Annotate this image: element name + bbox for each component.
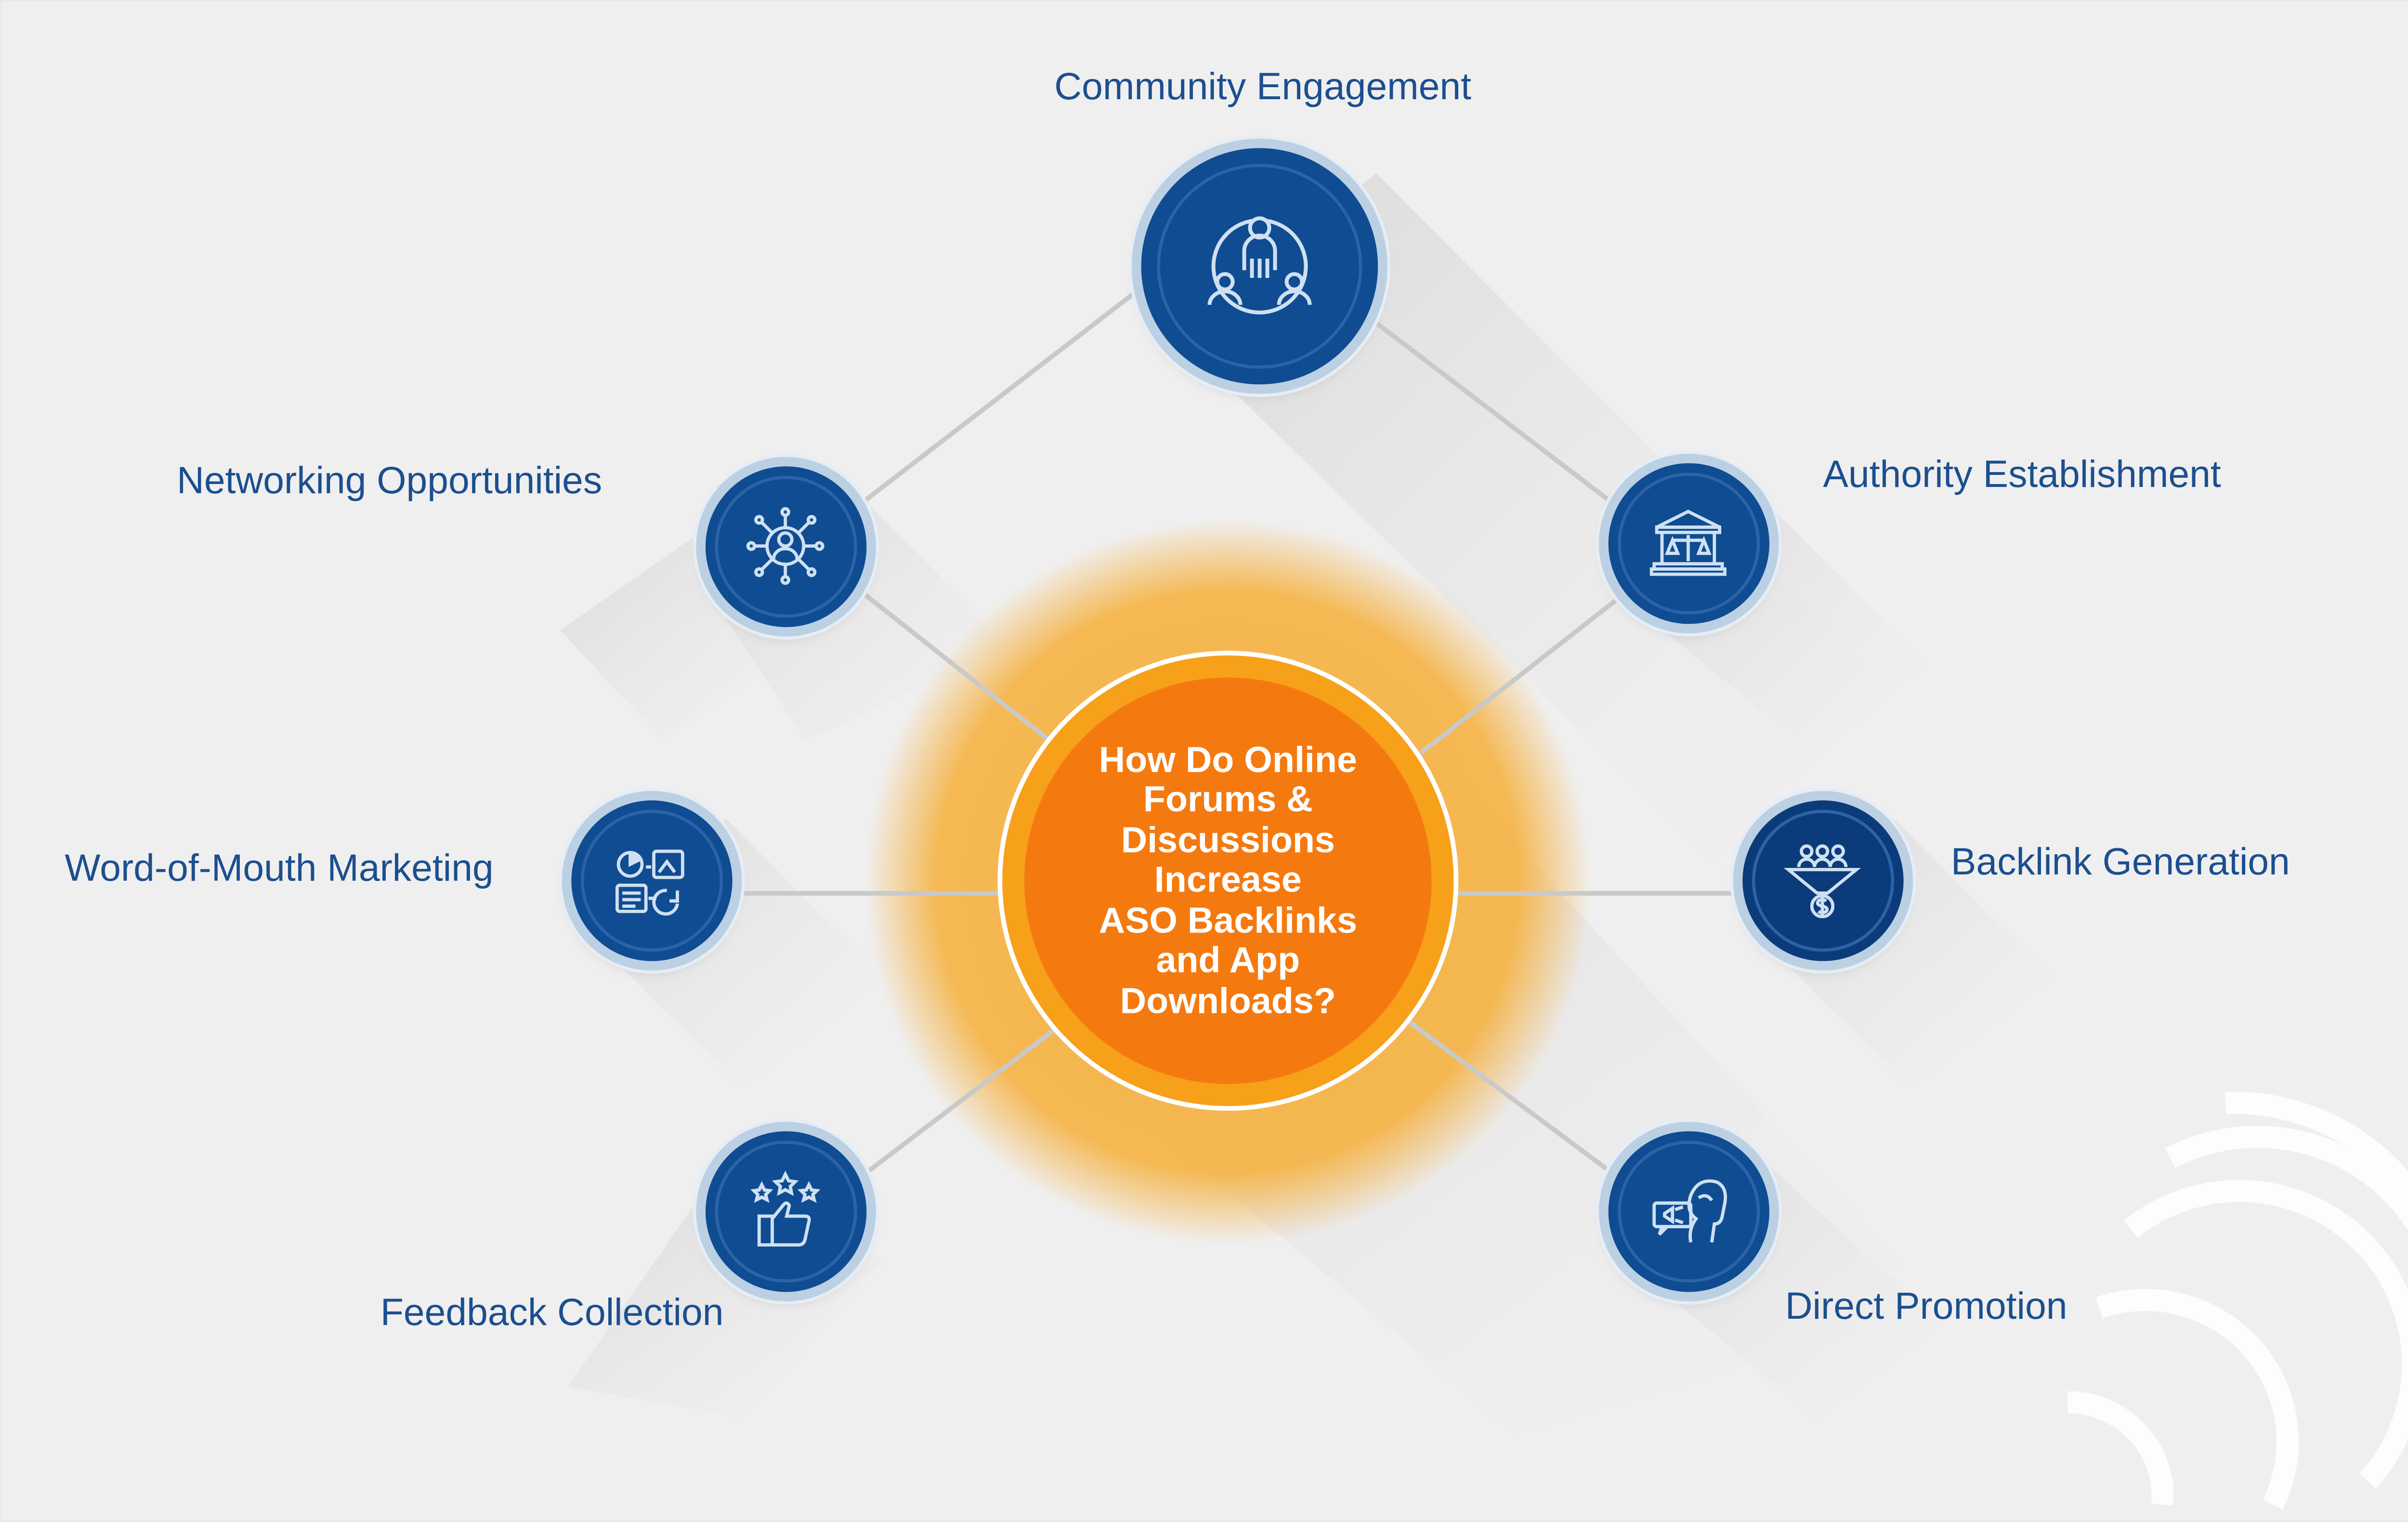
thumbs-up-stars-icon bbox=[751, 1171, 821, 1247]
node-word-of-mouth-marketing[interactable] bbox=[571, 800, 733, 961]
label-word-of-mouth-marketing: Word-of-Mouth Marketing bbox=[65, 847, 494, 891]
center-title-line: Forums & bbox=[1143, 778, 1313, 820]
node-backlink-generation[interactable] bbox=[1742, 800, 1904, 961]
node-community-engagement[interactable] bbox=[1141, 148, 1378, 385]
center-title-line: Discussions bbox=[1121, 819, 1335, 860]
institution-scales-icon bbox=[1650, 510, 1727, 577]
center-title: How Do Online Forums & Discussions Incre… bbox=[1070, 738, 1386, 1022]
label-authority-establishment: Authority Establishment bbox=[1823, 454, 2221, 497]
globe-watermark bbox=[2068, 1091, 2408, 1510]
label-direct-promotion: Direct Promotion bbox=[1785, 1286, 2068, 1328]
connector-networking-community bbox=[859, 289, 1138, 506]
node-ring bbox=[1157, 164, 1362, 369]
connected-person-icon bbox=[747, 508, 825, 586]
connector-community-authority bbox=[1374, 321, 1611, 503]
node-ring bbox=[715, 1141, 857, 1283]
node-direct-promotion[interactable] bbox=[1608, 1131, 1769, 1292]
center-title-line: How Do Online bbox=[1099, 738, 1357, 780]
group-network-icon bbox=[1207, 216, 1312, 315]
center-title-line: Increase bbox=[1154, 859, 1302, 900]
center-hub[interactable]: How Do Online Forums & Discussions Incre… bbox=[997, 651, 1459, 1111]
center-hub-core: How Do Online Forums & Discussions Incre… bbox=[1024, 677, 1432, 1084]
node-ring bbox=[1618, 472, 1760, 615]
node-ring bbox=[1618, 1141, 1760, 1283]
node-ring bbox=[581, 810, 723, 952]
label-feedback-collection: Feedback Collection bbox=[380, 1292, 724, 1335]
shadow-community bbox=[1171, 173, 1894, 882]
node-ring bbox=[1752, 810, 1894, 952]
node-ring bbox=[715, 476, 857, 617]
label-networking-opportunities: Networking Opportunities bbox=[177, 460, 602, 503]
funnel-dollar-icon bbox=[1784, 845, 1862, 919]
center-title-line: Downloads? bbox=[1120, 979, 1336, 1021]
node-authority-establishment[interactable] bbox=[1608, 463, 1769, 624]
marketing-sharing-icon bbox=[616, 850, 685, 917]
center-title-line: ASO Backlinks bbox=[1099, 899, 1357, 941]
megaphone-head-icon bbox=[1653, 1180, 1728, 1244]
node-networking-opportunities[interactable] bbox=[705, 466, 867, 627]
center-title-line: and App bbox=[1156, 939, 1300, 981]
connector-authority-hub bbox=[1419, 597, 1620, 755]
connector-networking-hub bbox=[859, 589, 1051, 743]
connector-feedback-hub bbox=[864, 1025, 1059, 1176]
node-feedback-collection[interactable] bbox=[705, 1131, 867, 1292]
connector-promotion-hub bbox=[1406, 1019, 1609, 1171]
connectors bbox=[742, 289, 1737, 1176]
label-backlink-generation: Backlink Generation bbox=[1950, 841, 2290, 884]
label-community-engagement: Community Engagement bbox=[1054, 66, 1471, 109]
